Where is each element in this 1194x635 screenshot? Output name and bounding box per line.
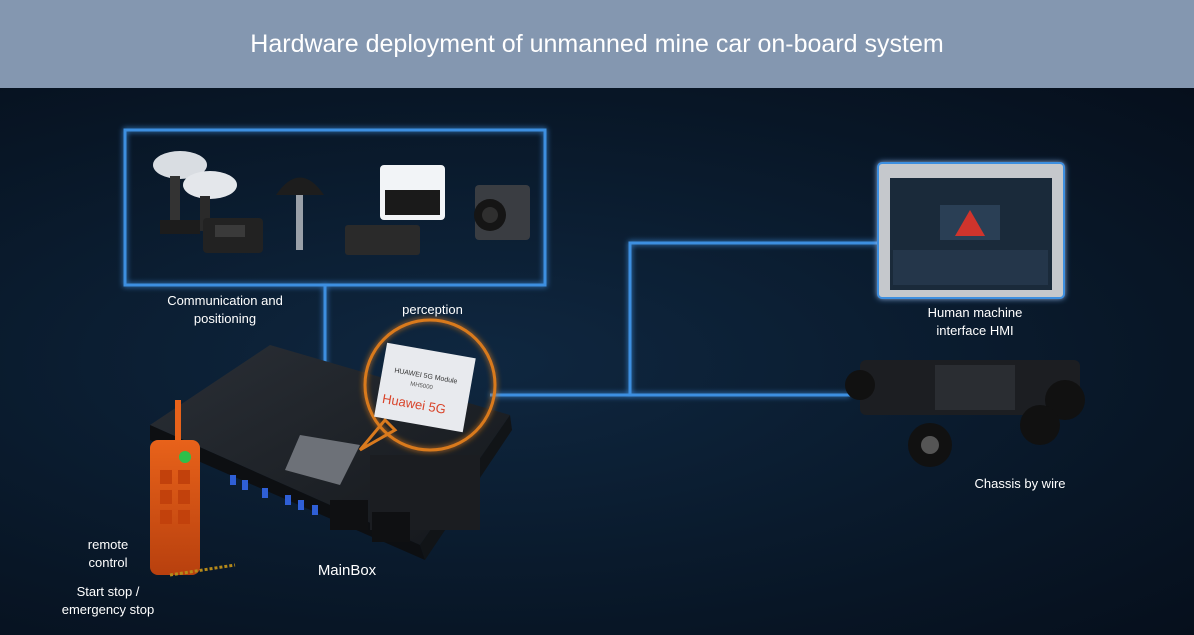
remote-control-icon: [150, 400, 236, 577]
mainbox-icon: [150, 345, 512, 560]
hmi-display-icon: [877, 162, 1065, 299]
label-perception: perception: [402, 302, 463, 317]
label-start-stop: Start stop / emergency stop: [61, 584, 155, 617]
positioning-module-icon: [203, 218, 263, 253]
title-banner: Hardware deployment of unmanned mine car…: [0, 0, 1194, 88]
chassis-icon: [845, 360, 1085, 467]
sensor-frame: [123, 128, 547, 287]
chip-line2: MH5000: [410, 381, 434, 391]
camera-icon: [474, 185, 530, 240]
label-hmi: Human machine interface HMI: [927, 305, 1023, 338]
label-communication: Communication and positioning: [167, 293, 283, 326]
label-chassis: Chassis by wire: [974, 476, 1066, 491]
gnss-antenna-icon: [153, 151, 237, 234]
5g-module-icon: HUAWEI 5G Module MH5000 Huawei 5G: [358, 318, 497, 452]
lidar-icon: [276, 177, 324, 250]
connection-wires: [323, 241, 878, 397]
page-title: Hardware deployment of unmanned mine car…: [250, 29, 944, 58]
wire-to-hmi: [628, 241, 878, 395]
connector-row: [230, 475, 318, 515]
label-remote-control: remote control: [87, 537, 129, 570]
label-mainbox: MainBox: [317, 562, 377, 579]
lidar-sensor-icon: [345, 165, 445, 255]
